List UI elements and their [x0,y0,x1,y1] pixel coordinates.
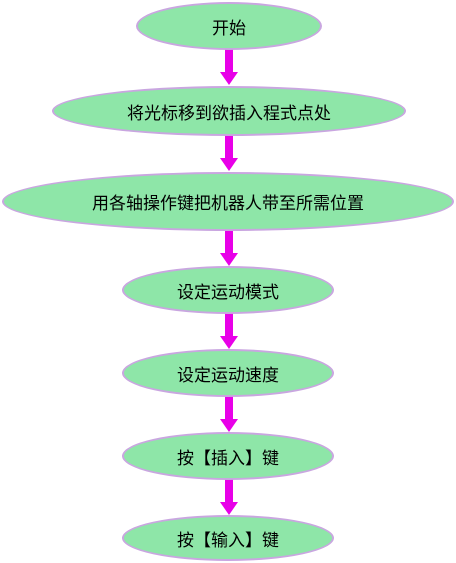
arrow-3 [220,229,238,266]
step-set-motion-mode: 设定运动模式 [122,266,334,314]
step-move-cursor: 将光标移到欲插入程式点处 [52,86,406,136]
step-press-insert: 按【插入】键 [122,432,334,480]
step-start: 开始 [136,2,322,50]
step-set-motion-speed: 设定运动速度 [122,349,334,397]
arrow-4 [220,312,238,349]
step-press-enter: 按【输入】键 [122,515,334,561]
arrow-1 [220,48,238,85]
arrow-6 [220,478,238,515]
arrow-2 [220,134,238,171]
step-jog-robot: 用各轴操作键把机器人带至所需位置 [2,172,454,231]
arrow-5 [220,395,238,432]
